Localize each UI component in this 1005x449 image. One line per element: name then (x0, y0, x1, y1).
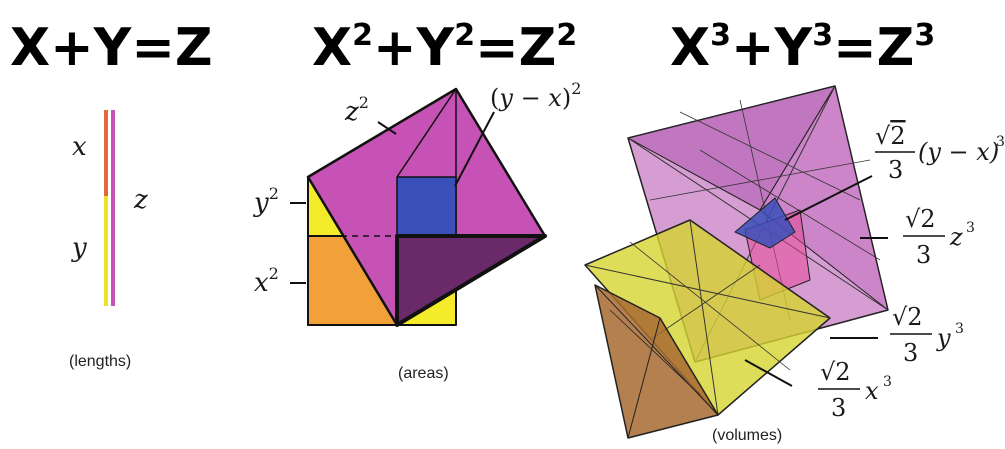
title-z: Z (877, 18, 915, 78)
svg-text:(y − x): (y − x) (918, 138, 999, 166)
svg-text:3: 3 (903, 339, 918, 367)
x-squared-label: x2 (254, 264, 279, 298)
title-exp: 3 (812, 18, 833, 53)
volumes-panel: √2 3 (y − x) 3 √2 3 z 3 √2 3 y 3 √2 3 x (584, 85, 1005, 444)
svg-text:z: z (949, 223, 963, 251)
svg-text:X+Y=Z: X+Y=Z (10, 18, 213, 78)
svg-text:y: y (936, 324, 951, 352)
y-label: y (71, 233, 87, 263)
title-exp: 3 (710, 18, 731, 53)
areas-panel: z2 (y − x)2 y2 x2 (areas) (253, 79, 581, 382)
svg-text:3: 3 (955, 321, 964, 337)
title-z: Z (175, 18, 213, 78)
title-linear: X+Y=Z (10, 18, 213, 78)
title-plus: + (373, 18, 417, 78)
svg-text:3: 3 (883, 374, 892, 390)
title-eq: = (833, 18, 877, 78)
y-segment (104, 196, 108, 306)
diff-square (396, 176, 457, 237)
svg-text:√2: √2 (905, 205, 936, 233)
volumes-caption: (volumes) (712, 427, 782, 444)
svg-text:√2: √2 (892, 303, 923, 331)
areas-caption: (areas) (398, 365, 449, 382)
title-plus: + (50, 18, 94, 78)
z-cubed-label: √2 3 z 3 (903, 205, 975, 269)
title-eq: = (475, 18, 519, 78)
z-squared-label: z2 (344, 93, 369, 127)
title-y: Y (774, 18, 814, 78)
x-segment (104, 110, 108, 196)
diff-cubed-label: √2 3 (y − x) 3 (875, 122, 1005, 184)
z-segment (111, 110, 115, 306)
title-y: Y (416, 18, 456, 78)
lengths-caption: (lengths) (69, 353, 131, 370)
svg-text:X3+Y3=Z3: X3+Y3=Z3 (670, 18, 935, 78)
x-cubed-label: √2 3 x 3 (818, 358, 892, 422)
lengths-panel: x z y (lengths) (69, 110, 148, 370)
svg-text:3: 3 (888, 156, 903, 184)
svg-text:√2: √2 (820, 358, 851, 386)
title-z: Z (519, 18, 557, 78)
title-x: X (312, 18, 352, 78)
title-exp: 2 (352, 18, 373, 53)
svg-text:3: 3 (966, 220, 975, 236)
title-cubes: X3+Y3=Z3 (670, 18, 935, 78)
title-plus: + (731, 18, 775, 78)
title-exp: 2 (454, 18, 475, 53)
y-cubed-label: √2 3 y 3 (890, 303, 964, 367)
title-eq: = (131, 18, 175, 78)
title-exp: 3 (914, 18, 935, 53)
title-squares: X2+Y2=Z2 (312, 18, 577, 78)
diff-squared-label: (y − x)2 (490, 79, 581, 112)
diff-octahedron (734, 197, 796, 249)
title-exp: 2 (556, 18, 577, 53)
dark-triangle (395, 234, 547, 327)
y-squared-label: y2 (253, 184, 279, 218)
svg-text:√2: √2 (875, 122, 906, 150)
title-x: X (10, 18, 50, 78)
svg-text:3: 3 (831, 394, 846, 422)
x-label: x (72, 132, 87, 162)
title-y: Y (93, 18, 133, 78)
svg-text:3: 3 (916, 241, 931, 269)
svg-text:3: 3 (996, 134, 1005, 150)
title-x: X (670, 18, 710, 78)
z-label: z (133, 185, 148, 215)
svg-text:x: x (865, 377, 879, 405)
svg-text:X2+Y2=Z2: X2+Y2=Z2 (312, 18, 577, 78)
